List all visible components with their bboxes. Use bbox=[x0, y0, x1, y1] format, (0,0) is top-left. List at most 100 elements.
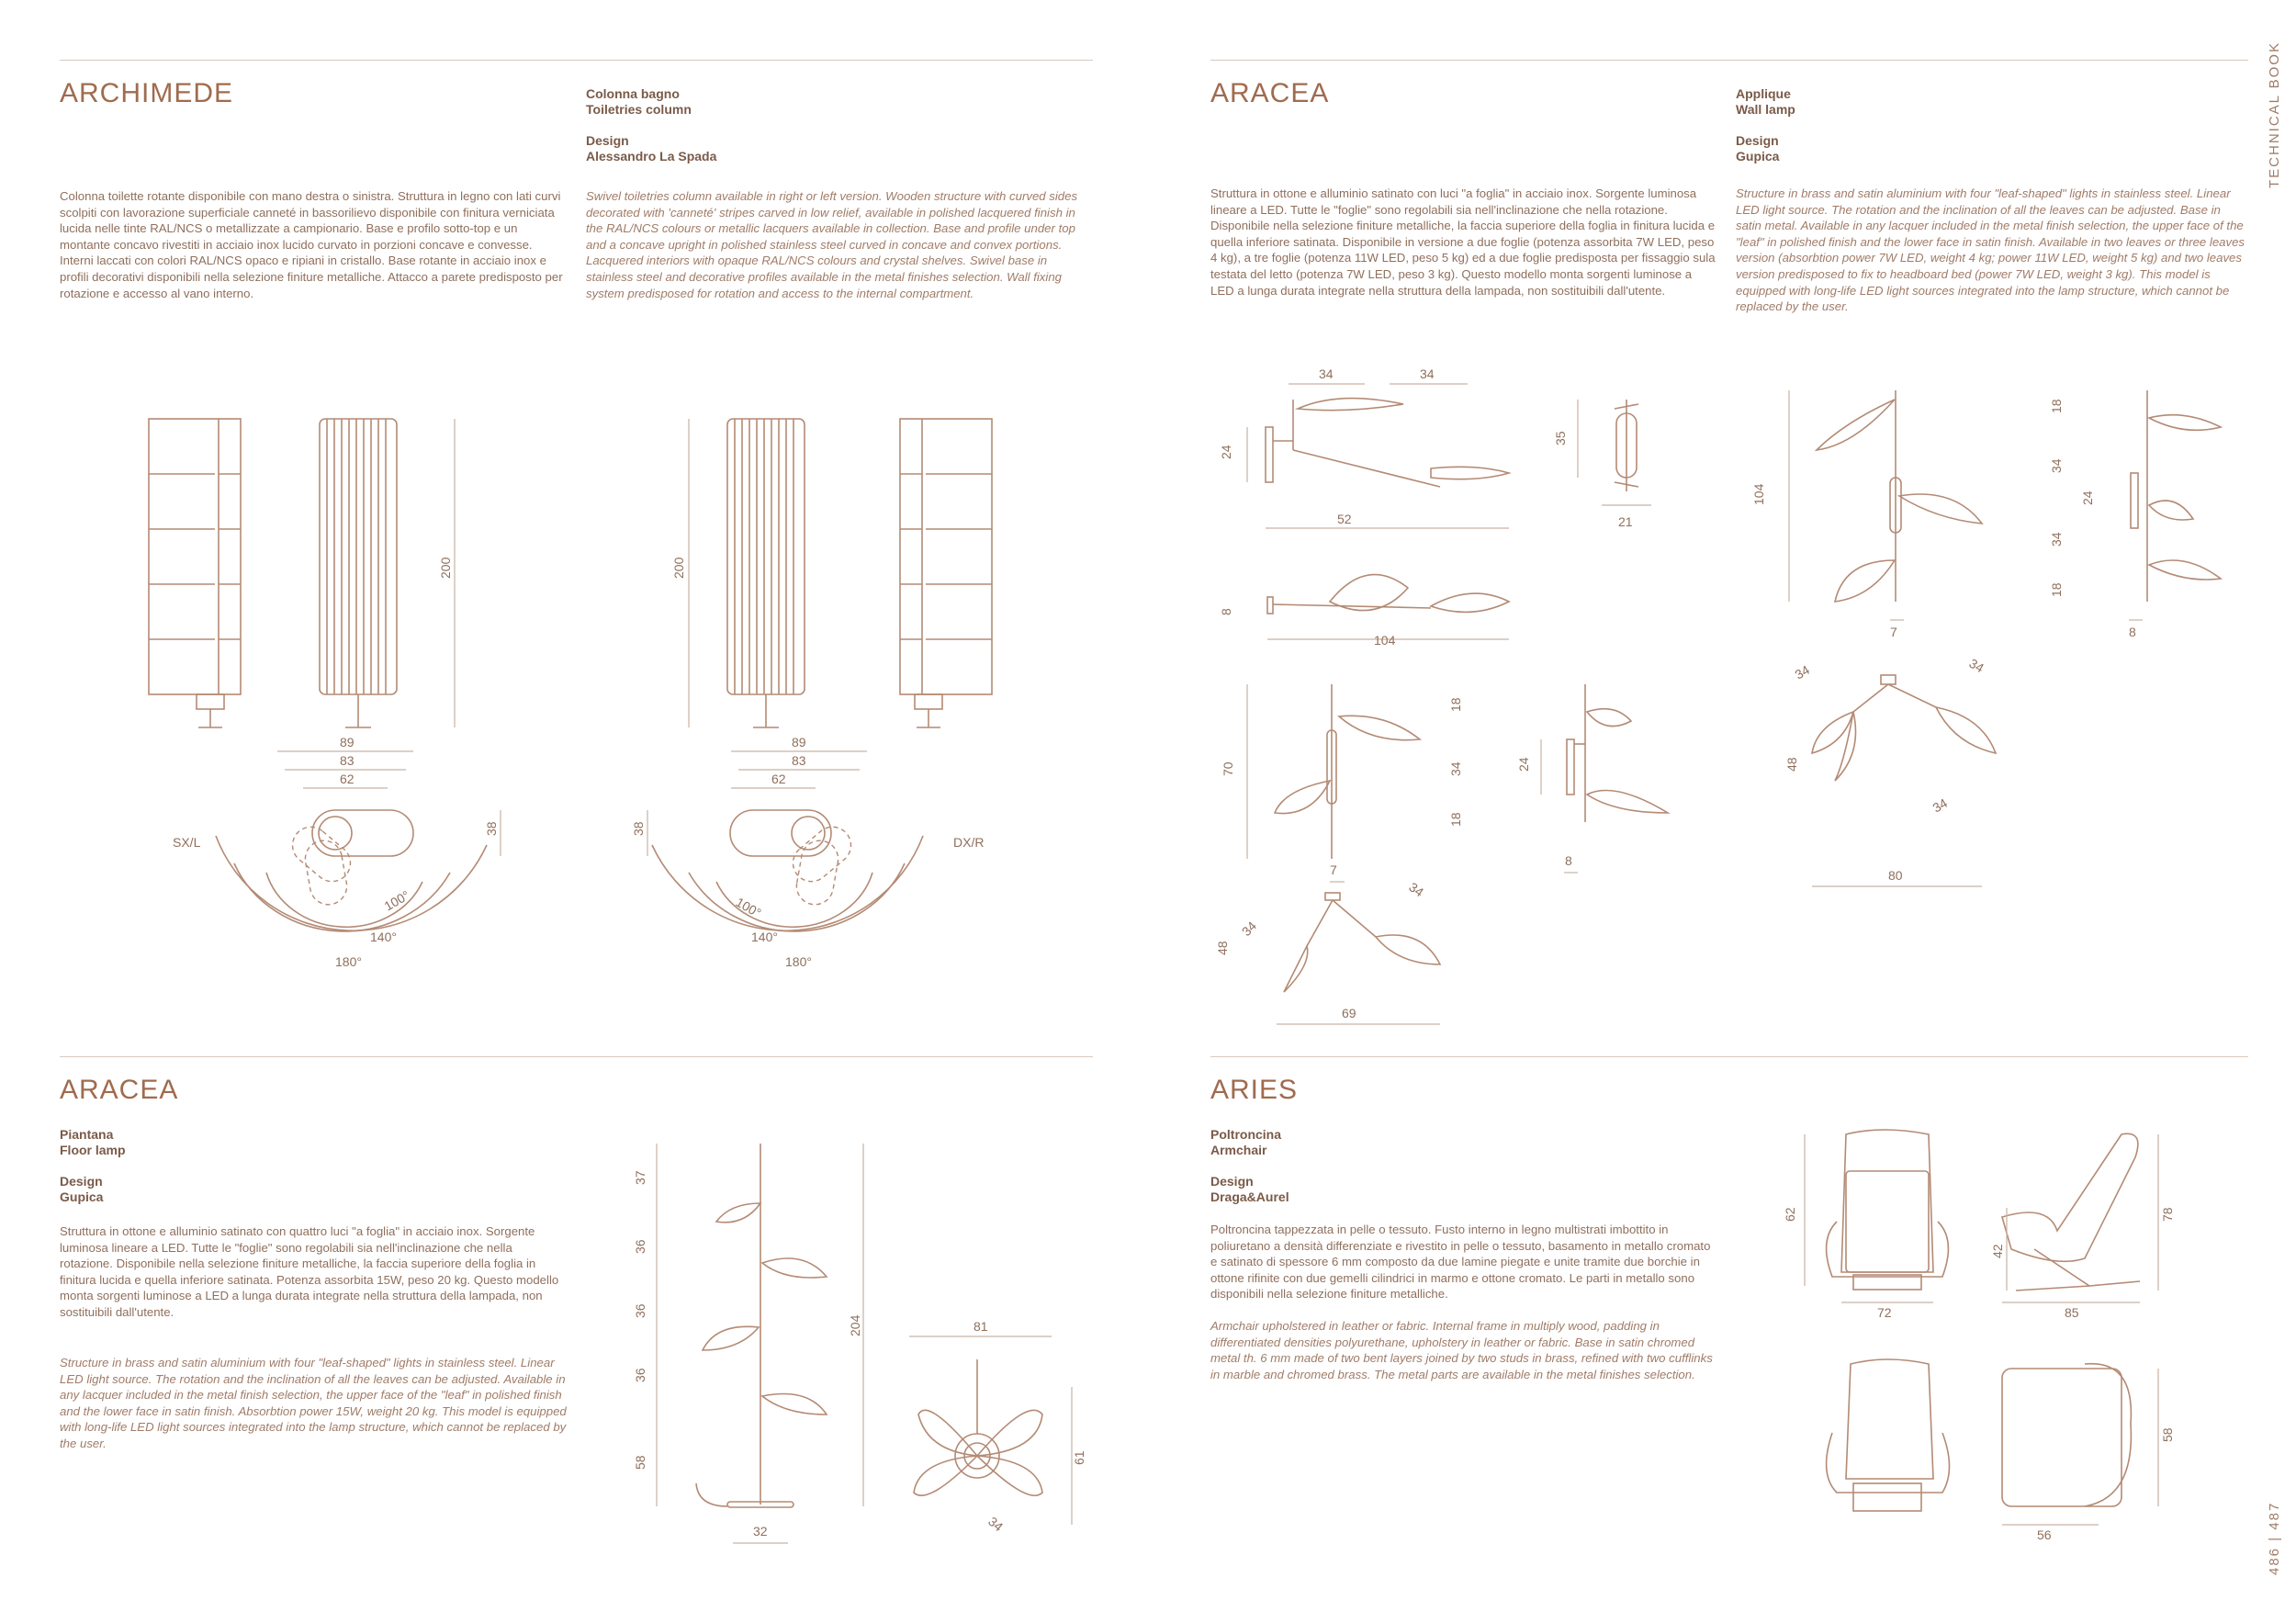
dim: 24 bbox=[2080, 490, 2095, 505]
design-label: Design bbox=[1736, 133, 1779, 148]
wall-lamp-two-leaf-plan: 48 7 34 34 69 bbox=[1215, 862, 1442, 1025]
description-it: Colonna toilette rotante disponibile con… bbox=[60, 189, 563, 300]
description-it: Poltroncina tappezzata in pelle o tessut… bbox=[1210, 1223, 1711, 1302]
dim: 8 bbox=[2129, 625, 2136, 639]
side-label: TECHNICAL BOOK bbox=[2267, 41, 2282, 188]
product-meta-archimede: Colonna bagno Toiletries column Design A… bbox=[586, 86, 716, 164]
designer: Draga&Aurel bbox=[1210, 1189, 1289, 1204]
dim: 7 bbox=[1890, 625, 1897, 639]
dim: 18 bbox=[2049, 582, 2064, 597]
page-numbers: 486 | 487 bbox=[2267, 1501, 2282, 1575]
angle-100: 100° bbox=[382, 887, 412, 913]
dim: 36 bbox=[633, 1368, 647, 1382]
dim: 56 bbox=[2037, 1527, 2052, 1542]
dim: 78 bbox=[2160, 1207, 2175, 1222]
divider bbox=[60, 60, 1093, 61]
dim-height-label: 200 bbox=[438, 557, 453, 579]
type-it: Colonna bagno bbox=[586, 86, 680, 101]
dim: 61 bbox=[1072, 1450, 1086, 1465]
dim: 24 bbox=[1516, 757, 1531, 772]
dim: 34 bbox=[1448, 761, 1463, 776]
type-it: Applique bbox=[1736, 86, 1791, 101]
type-en: Wall lamp bbox=[1736, 102, 1795, 117]
wall-lamp-two-leaf-front: 35 21 bbox=[1553, 400, 1651, 529]
dim: 18 bbox=[2049, 399, 2064, 413]
dim-w2: 83 bbox=[340, 753, 355, 768]
dim-w1: 89 bbox=[340, 735, 355, 750]
design-label: Design bbox=[1210, 1174, 1254, 1189]
armchair-top: 58 56 bbox=[2001, 1362, 2175, 1542]
wall-lamp-two-leaf-top: 8 104 bbox=[1219, 573, 1511, 648]
dim: 48 bbox=[1215, 941, 1230, 955]
dim: 62 bbox=[1783, 1207, 1797, 1222]
dim: 104 bbox=[1374, 633, 1396, 648]
dim: 32 bbox=[753, 1524, 768, 1538]
product-meta-aracea-wall: Applique Wall lamp Design Gupica bbox=[1736, 86, 1795, 164]
dim: 69 bbox=[1342, 1006, 1356, 1020]
armchair-side: 42 78 85 bbox=[1990, 1133, 2175, 1320]
description-it: Struttura in ottone e alluminio satinato… bbox=[1210, 186, 1716, 298]
armchair-front: 62 72 bbox=[1783, 1129, 1950, 1320]
dim: 34 bbox=[1793, 662, 1813, 682]
dim: 18 bbox=[1448, 697, 1463, 712]
wall-lamp-three-leaf-top: 48 34 34 34 80 bbox=[1784, 656, 1998, 887]
dim: 7 bbox=[1330, 862, 1337, 877]
type-en: Toiletries column bbox=[586, 102, 692, 117]
armchair-back bbox=[1825, 1358, 1951, 1512]
dim-w3: 62 bbox=[340, 772, 355, 786]
label-dx: DX/R bbox=[953, 835, 984, 850]
aracea-wall-drawings: 34 34 24 52 35 21 8 104 70 18 34 18 bbox=[1215, 366, 2223, 1025]
description-en: Structure in brass and satin aluminium w… bbox=[1736, 186, 2245, 314]
column-front-left bbox=[148, 418, 242, 728]
description-en: Armchair upholstered in leather or fabri… bbox=[1210, 1319, 1713, 1381]
design-label: Design bbox=[586, 133, 629, 148]
product-meta-aries: Poltroncina Armchair Design Draga&Aurel bbox=[1210, 1127, 1289, 1205]
description-it: Struttura in ottone e alluminio satinato… bbox=[60, 1224, 559, 1319]
dim: 48 bbox=[1784, 757, 1799, 772]
type-en: Armchair bbox=[1210, 1143, 1267, 1157]
aracea-floor-drawings: 37 36 36 36 58 204 32 81 61 34 bbox=[633, 1144, 1086, 1544]
dim: 58 bbox=[2160, 1427, 2175, 1442]
wall-lamp-side-small: 24 8 bbox=[1516, 684, 1671, 873]
plan-right: 38 DX/R 100° 140° 180° bbox=[631, 809, 984, 969]
aries-drawings: 62 72 42 78 85 58 56 bbox=[1783, 1129, 2175, 1542]
section-title-archimede: ARCHIMEDE bbox=[60, 78, 234, 108]
type-it: Poltroncina bbox=[1210, 1127, 1282, 1142]
column-front-right bbox=[899, 418, 993, 728]
wall-lamp-three-leaf: 104 7 bbox=[1751, 390, 1984, 639]
dim-w1: 89 bbox=[792, 735, 806, 750]
dim: 37 bbox=[633, 1170, 647, 1185]
divider bbox=[60, 1056, 1093, 1057]
dim: 36 bbox=[633, 1303, 647, 1318]
dim-w2: 83 bbox=[792, 753, 806, 768]
designer: Gupica bbox=[60, 1189, 104, 1204]
wall-lamp-two-leaf-side: 34 34 24 52 bbox=[1219, 366, 1512, 529]
design-label: Design bbox=[60, 1174, 103, 1189]
dim: 104 bbox=[1751, 483, 1766, 505]
dim: 34 bbox=[2049, 532, 2064, 547]
product-meta-aracea-floor: Piantana Floor lamp Design Gupica bbox=[60, 1127, 126, 1205]
dim: 34 bbox=[1406, 879, 1426, 899]
section-title-aries: ARIES bbox=[1210, 1075, 1299, 1105]
angle-100: 100° bbox=[734, 895, 764, 920]
dim-w3: 62 bbox=[771, 772, 786, 786]
description-en: Swivel toiletries column available in ri… bbox=[586, 189, 1078, 300]
divider bbox=[1210, 1056, 2248, 1057]
designer: Alessandro La Spada bbox=[586, 149, 717, 163]
archimede-drawings: 200 200 89 83 62 89 83 62 bbox=[148, 418, 993, 969]
floor-lamp-top: 81 61 34 bbox=[909, 1319, 1086, 1534]
dim: 72 bbox=[1877, 1305, 1892, 1320]
dim: 34 bbox=[1239, 919, 1259, 939]
section-title-aracea-wall: ARACEA bbox=[1210, 78, 1330, 108]
dim: 35 bbox=[1553, 431, 1568, 445]
dim: 18 bbox=[1448, 812, 1463, 827]
dim: 42 bbox=[1990, 1244, 2005, 1258]
dim: 34 bbox=[1967, 656, 1987, 676]
wall-lamp-three-leaf-side: 18 34 34 18 24 8 bbox=[2049, 390, 2223, 639]
dim: 70 bbox=[1221, 761, 1235, 776]
designer: Gupica bbox=[1736, 149, 1780, 163]
dim: 34 bbox=[1420, 366, 1435, 381]
dim: 80 bbox=[1888, 868, 1903, 883]
dim: 204 bbox=[848, 1314, 862, 1336]
dim: 8 bbox=[1565, 853, 1572, 868]
